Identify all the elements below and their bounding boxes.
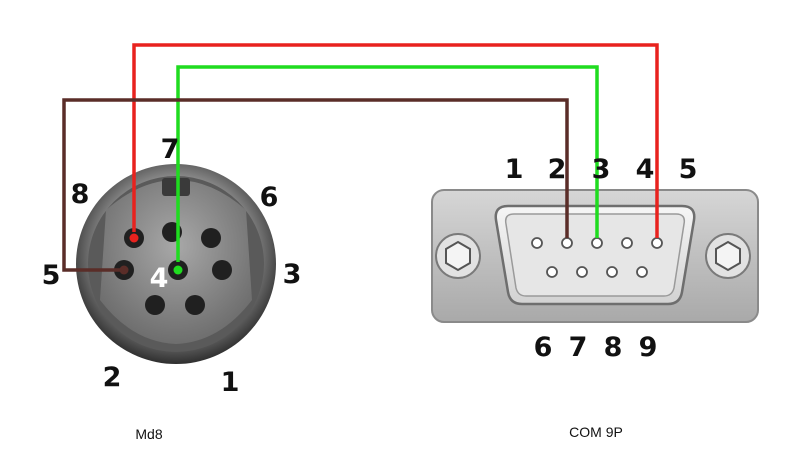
- din-key-notch: [162, 178, 190, 196]
- wire-brown-end-din: [119, 265, 129, 275]
- db9-pin-7: [576, 266, 588, 278]
- din-pin-3-hole: [212, 260, 232, 280]
- din-pin-2-hole: [145, 295, 165, 315]
- db9-label-4: 4: [636, 154, 655, 185]
- db9-connector: [431, 189, 759, 323]
- db9-pin-2: [561, 237, 573, 249]
- wire-red: [132, 43, 659, 238]
- din-label-5: 5: [42, 260, 61, 291]
- left-connector-caption: Md8: [135, 426, 162, 442]
- db9-label-7: 7: [569, 332, 588, 363]
- right-connector-caption: COM 9P: [569, 424, 623, 440]
- db9-pin-5: [651, 237, 663, 249]
- db9-right-screw: [705, 233, 751, 279]
- db9-label-5: 5: [679, 154, 698, 185]
- db9-pin-3: [591, 237, 603, 249]
- db9-label-3: 3: [592, 154, 611, 185]
- db9-label-8: 8: [604, 332, 623, 363]
- db9-pin-8: [606, 266, 618, 278]
- din-pin-6-hole: [201, 228, 221, 248]
- din-label-4: 4: [150, 263, 169, 294]
- wires: [62, 43, 659, 272]
- din-label-6: 6: [260, 182, 279, 213]
- wire-green: [176, 65, 599, 262]
- db9-pin-1: [531, 237, 543, 249]
- db9-pin-4: [621, 237, 633, 249]
- db9-label-6: 6: [534, 332, 553, 363]
- din-pin-1-hole: [185, 295, 205, 315]
- wire-green-end-din: [173, 265, 183, 275]
- db9-label-2: 2: [548, 154, 567, 185]
- db9-label-9: 9: [639, 332, 658, 363]
- din-label-8: 8: [71, 179, 90, 210]
- din-label-1: 1: [221, 367, 240, 398]
- mini-din-8-connector: [76, 164, 276, 364]
- din-label-7: 7: [161, 134, 180, 165]
- db9-pin-9: [636, 266, 648, 278]
- db9-pin-6: [546, 266, 558, 278]
- wire-brown: [62, 98, 569, 272]
- din-label-2: 2: [103, 362, 122, 393]
- wire-red-end-din: [129, 233, 139, 243]
- din-label-3: 3: [283, 259, 302, 290]
- db9-label-1: 1: [505, 154, 524, 185]
- db9-left-screw: [435, 233, 481, 279]
